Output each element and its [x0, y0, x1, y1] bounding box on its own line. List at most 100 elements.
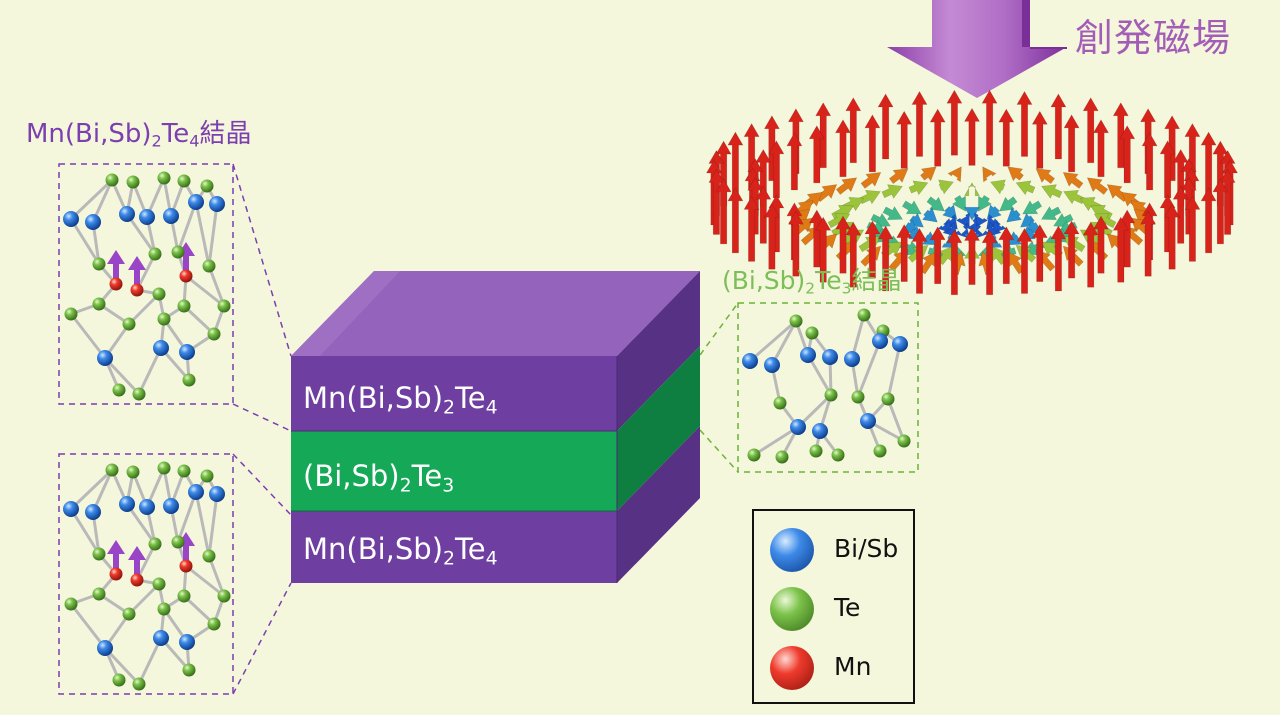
te-atom — [157, 312, 171, 326]
bond — [69, 178, 114, 221]
layer-bottom-front — [291, 511, 617, 583]
spin-arrow — [1006, 207, 1022, 223]
spin-arrow — [929, 226, 946, 285]
connector-lines — [232, 163, 739, 695]
bisb-atom — [822, 349, 838, 365]
spin-arrow — [888, 168, 909, 185]
spin-arrow — [1200, 131, 1217, 198]
te-atom — [177, 174, 191, 188]
spin-arrow — [768, 140, 785, 199]
spin-arrow — [896, 223, 913, 282]
te-atom — [182, 373, 196, 387]
bisb-atom — [179, 344, 195, 360]
bisb-atom — [790, 419, 806, 435]
spin-arrow — [1219, 168, 1236, 235]
spin-arrow — [845, 221, 862, 288]
te-atom — [217, 299, 231, 313]
te-atom — [152, 577, 166, 591]
bisb-atom — [97, 350, 113, 366]
bisb-atom — [85, 214, 101, 230]
te-atom — [171, 245, 185, 259]
te-atom — [200, 469, 214, 483]
spin-arrow — [743, 195, 760, 262]
bisb-atom — [892, 336, 908, 352]
spin-arrow — [1050, 225, 1067, 292]
bond — [125, 213, 157, 255]
te-atom — [64, 597, 78, 611]
spin-arrow — [1063, 114, 1080, 173]
te-atom — [112, 383, 126, 397]
spin-arrow — [1062, 172, 1084, 189]
bond — [103, 646, 141, 686]
bond — [194, 201, 211, 267]
spin-arrow — [881, 184, 903, 199]
layer-top-side — [617, 271, 700, 431]
skyrmion-spin-texture — [705, 89, 1239, 296]
bisb-atom — [800, 347, 816, 363]
spin-arrow — [1172, 185, 1189, 244]
te-atom — [148, 537, 162, 551]
bisb-atom — [153, 340, 169, 356]
bisb-atom — [139, 499, 155, 515]
spin-arrow — [864, 114, 881, 173]
layer-top-front — [291, 356, 617, 431]
spin-arrow — [963, 182, 981, 197]
bond — [69, 508, 101, 555]
spin-arrow — [1082, 97, 1099, 164]
spin-arrow — [1022, 200, 1043, 215]
spin-arrow — [990, 179, 1006, 195]
te-atom — [122, 317, 136, 331]
spin-arrow — [963, 226, 981, 285]
spin-arrow — [911, 90, 928, 157]
spin-arrow — [864, 220, 881, 279]
te-atom — [171, 535, 185, 549]
te-atom — [177, 589, 191, 603]
spin-arrow-icon — [128, 256, 146, 286]
bond — [176, 201, 198, 253]
spin-arrow — [963, 217, 978, 234]
bisb-atom — [764, 357, 780, 373]
spin-arrow — [1050, 93, 1067, 160]
te-atom — [152, 287, 166, 301]
bisb-atom — [188, 194, 204, 210]
bisb-atom — [85, 504, 101, 520]
spin-arrow — [845, 97, 862, 164]
bond — [770, 320, 798, 366]
spin-arrow — [1159, 140, 1176, 199]
te-atom — [132, 677, 146, 691]
spin-arrow — [858, 189, 881, 205]
bisb-atom — [188, 484, 204, 500]
te-atom — [773, 396, 787, 410]
te-atom — [202, 259, 216, 273]
crystal-frame-bottom — [58, 453, 234, 695]
bisb-atom — [163, 498, 179, 514]
crystal-frame-top — [58, 163, 234, 405]
te-atom — [92, 297, 106, 311]
te-atom — [177, 299, 191, 313]
bond — [127, 582, 161, 616]
te-atom-icon — [770, 587, 814, 631]
spin-arrow — [1112, 102, 1129, 169]
spin-arrow — [1007, 166, 1024, 182]
spin-arrow — [763, 203, 780, 270]
spin-arrow — [727, 131, 744, 198]
te-atom — [64, 307, 78, 321]
layer-bottom-side — [617, 426, 700, 583]
crystal-structure-mn-top — [63, 171, 231, 401]
te-atom — [207, 617, 221, 631]
spin-arrow — [834, 215, 852, 274]
bond — [69, 218, 101, 265]
mn-atom — [109, 567, 123, 581]
te-atom — [105, 463, 119, 477]
spin-arrow — [1031, 110, 1048, 169]
te-atom — [881, 392, 895, 406]
te-atom — [148, 247, 162, 261]
bond — [125, 503, 157, 545]
bisb-atom-icon — [770, 528, 814, 572]
mn-atom-icon — [770, 646, 814, 690]
spin-arrow — [835, 177, 858, 195]
mn-atom — [179, 269, 193, 283]
crystal-structure-bst — [742, 308, 911, 464]
bond — [127, 292, 161, 326]
legend-item-mn: Mn — [754, 643, 913, 693]
